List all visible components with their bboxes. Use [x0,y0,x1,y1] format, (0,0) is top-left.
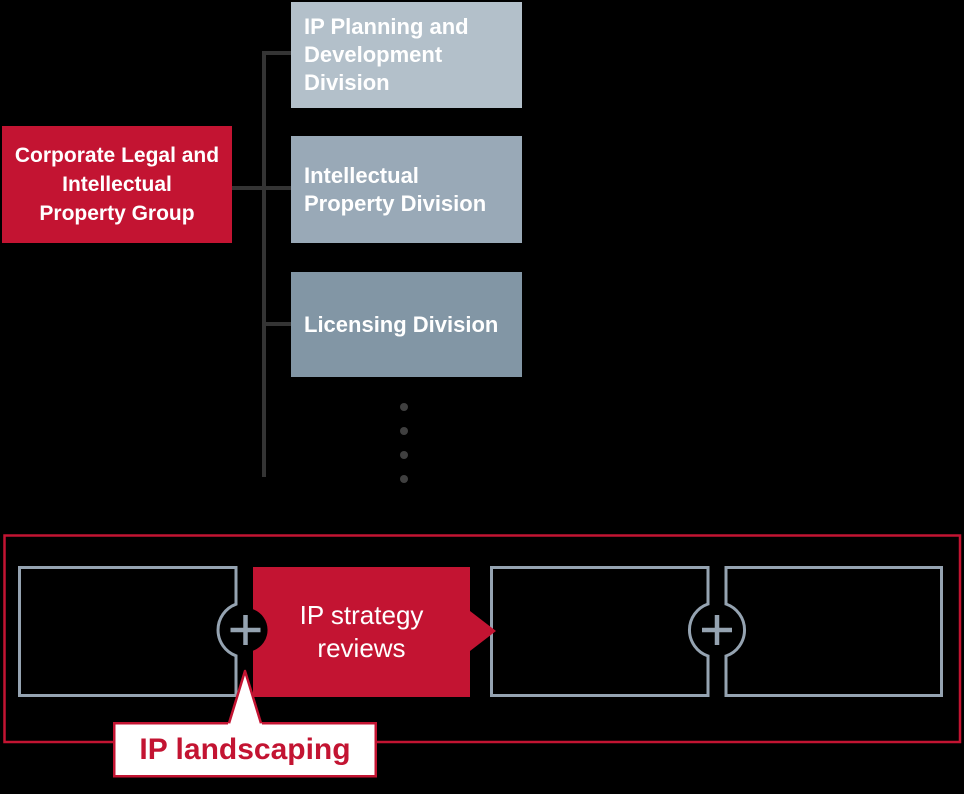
process-flow-frame [3,534,962,744]
connector-stub-root [232,186,291,190]
division-box-ip-planning: IP Planning and Development Division [291,2,522,108]
plus-icon [702,615,732,645]
strategy-label: IP strategy reviews [299,599,424,663]
process-flow-diagram [3,534,962,778]
ellipsis-dot [400,427,408,435]
ellipsis-dot [400,451,408,459]
connector-stub-division-1 [262,51,291,55]
flow-box-1 [18,566,238,697]
callout-tail-outline [227,669,263,724]
flow-box-3 [724,566,943,697]
division-box-intellectual-property: Intellectual Property Division [291,136,522,243]
strategy-arrow-box [253,567,496,697]
flow-box-2 [490,566,710,697]
callout-tail [227,671,263,726]
plus-icon [230,615,261,645]
ellipsis-dot [400,475,408,483]
connector-trunk-line [262,51,266,477]
org-root-box: Corporate Legal and Intellectual Propert… [2,126,232,243]
connector-stub-division-3 [262,322,291,326]
callout-label: IP landscaping [139,732,351,766]
division-box-licensing: Licensing Division [291,272,522,377]
ellipsis-dot [400,403,408,411]
